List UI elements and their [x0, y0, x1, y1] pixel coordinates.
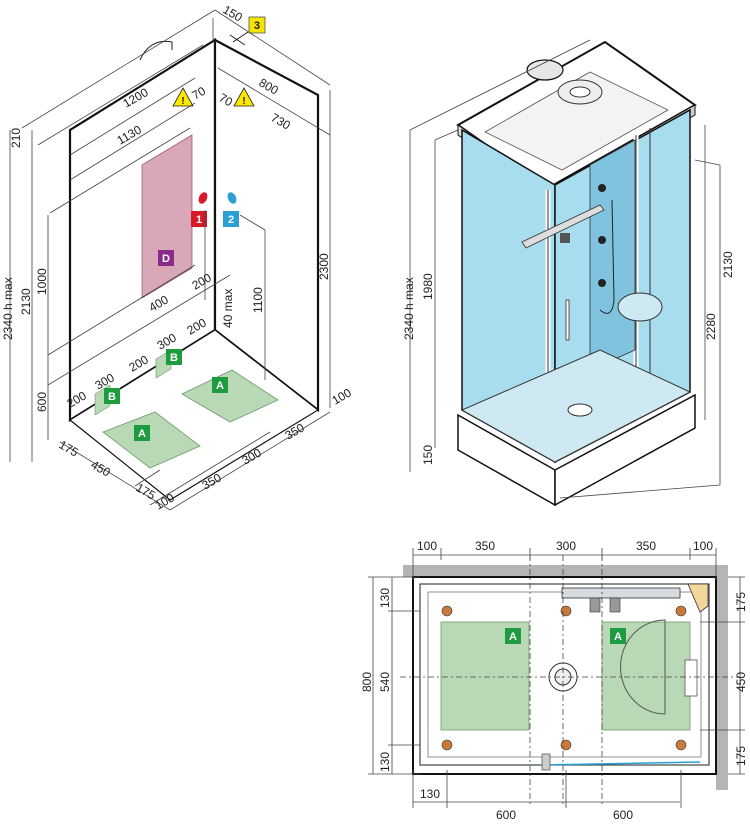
plan-seat [620, 619, 666, 715]
marker-a2 [212, 377, 228, 393]
dim-1980: 1980 [421, 273, 435, 300]
dim-2130: 2130 [19, 288, 33, 315]
dim-2300: 2300 [317, 253, 331, 280]
dim-150: 150 [221, 2, 246, 24]
drain-icon [567, 403, 593, 417]
corner-fixture-icon [687, 583, 709, 613]
dim-70b: 70 [217, 90, 236, 109]
dim-70a: 70 [190, 84, 209, 103]
dim-600: 600 [35, 392, 49, 412]
hot-water-valve-icon [198, 192, 208, 204]
svg-text:!: ! [181, 96, 184, 107]
top-cap [139, 40, 173, 61]
left-isometric-view: D A A B B 1 2 3 ! ! [1, 2, 354, 512]
jet-icon [598, 184, 606, 192]
marker-2 [223, 211, 239, 227]
marker-a1-label: A [138, 428, 146, 440]
warning-icon [233, 87, 255, 107]
mixer-icon [560, 233, 570, 243]
plan-marker-a2 [610, 628, 626, 644]
dim-2130-right: 2130 [721, 251, 735, 278]
dim-2340-right: 2340 h max [402, 277, 416, 340]
plan-marker-a2-label: A [614, 631, 622, 643]
plan-marker-a1-label: A [509, 631, 517, 643]
plan-dim-350a: 350 [475, 539, 495, 553]
plan-dim-130-bottom: 130 [420, 787, 440, 801]
dim-40max: 40 max [221, 289, 235, 328]
marker-2-label: 2 [228, 214, 234, 226]
dim-175a: 175 [57, 437, 82, 459]
marker-b1 [104, 388, 120, 404]
marker-1-label: 1 [196, 214, 202, 226]
wall-right [716, 565, 728, 790]
marker-1 [191, 211, 207, 227]
speaker-icon [526, 59, 564, 81]
marker-b1-label: B [108, 391, 116, 403]
plan-dim-300: 300 [556, 539, 576, 553]
marker-a1 [134, 425, 150, 441]
dim-150-right: 150 [421, 445, 435, 465]
dim-2340: 2340 h max [1, 277, 15, 340]
cold-water-valve-icon [227, 192, 237, 204]
plan-dim-100b: 100 [693, 539, 713, 553]
plan-dim-175b: 175 [734, 746, 748, 766]
marker-d [158, 250, 174, 266]
wall-top [403, 565, 728, 577]
jet-icon [598, 279, 606, 287]
plan-view: A A 100 350 [360, 539, 748, 822]
warning-icon [172, 87, 194, 107]
plan-dim-130b: 130 [378, 752, 392, 772]
marker-b2 [166, 349, 182, 365]
plan-zone-a-left [440, 621, 530, 731]
plan-marker-a1 [505, 628, 521, 644]
zone-a-left [102, 411, 201, 469]
hand-shower-hose [599, 199, 615, 314]
plan-column-bar [561, 587, 681, 599]
plan-dim-350b: 350 [636, 539, 656, 553]
plan-dim-600b: 600 [613, 808, 633, 822]
plan-dim-100a: 100 [417, 539, 437, 553]
plan-dim-800: 800 [360, 672, 374, 692]
dim-210: 210 [9, 128, 23, 148]
marker-3-label: 3 [254, 20, 260, 32]
dim-1000: 1000 [35, 268, 49, 295]
svg-text:!: ! [242, 96, 245, 107]
plan-dim-175a: 175 [734, 592, 748, 612]
marker-a2-label: A [216, 380, 224, 392]
dim-1100: 1100 [251, 287, 265, 313]
dim-2280: 2280 [704, 313, 718, 340]
marker-d-label: D [162, 253, 170, 265]
marker-b2-label: B [170, 352, 178, 364]
plan-dim-130a: 130 [378, 588, 392, 608]
dim-100a: 100 [330, 385, 355, 407]
plan-dim-450: 450 [734, 672, 748, 692]
plan-dim-600a: 600 [496, 808, 516, 822]
zone-d [141, 134, 193, 299]
shower-arm [521, 204, 605, 249]
right-isometric-view: 2340 h max 1980 150 2130 2280 [402, 39, 735, 507]
jet-icon [598, 236, 606, 244]
marker-3 [248, 16, 266, 34]
seat-icon [617, 292, 663, 322]
feet-icons [441, 605, 687, 751]
dim-450: 450 [89, 457, 114, 479]
plan-dim-540: 540 [378, 672, 392, 692]
